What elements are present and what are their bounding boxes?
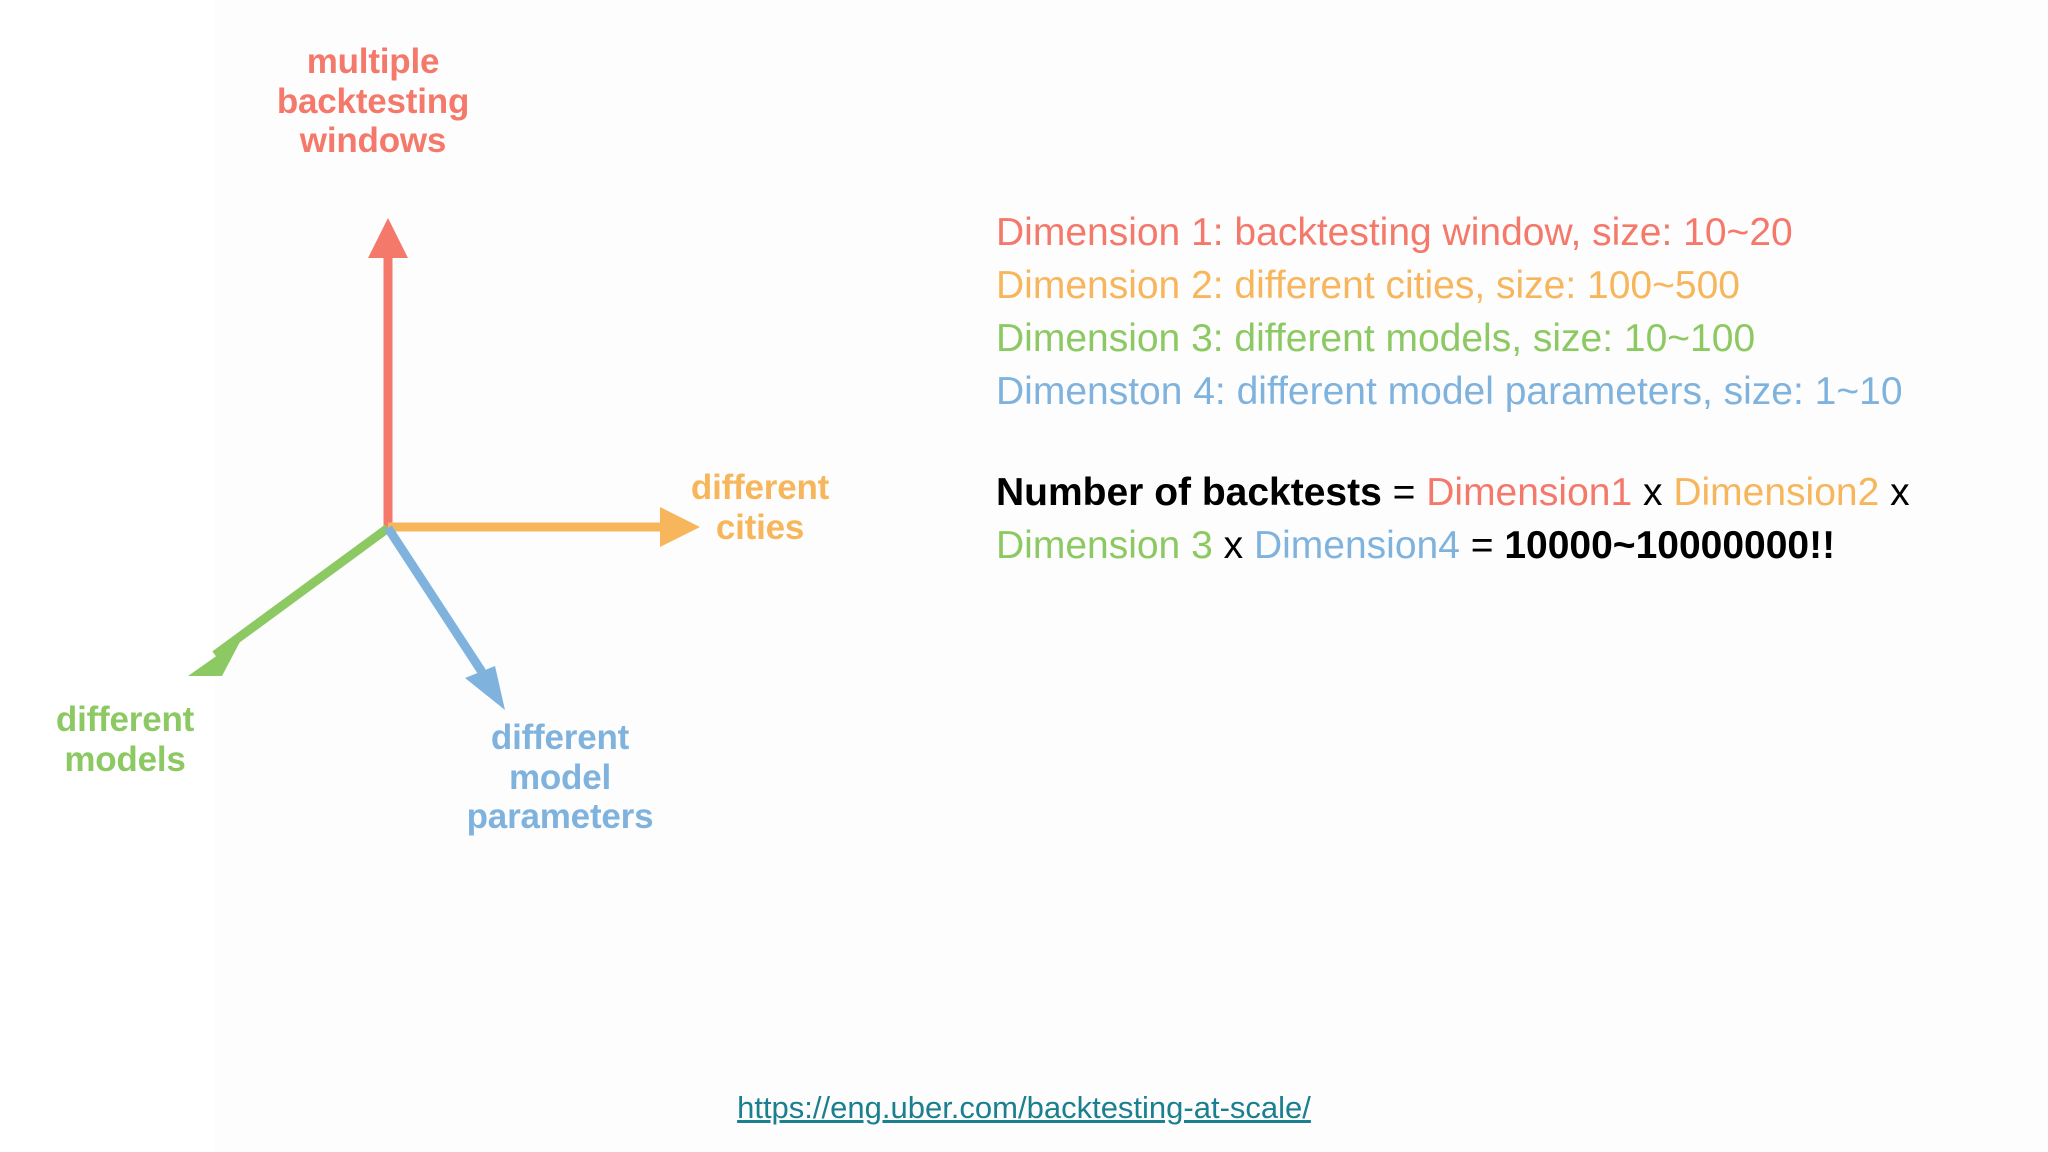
formula-equals-2: = [1459, 524, 1505, 567]
dimension-list-item-1: Dimension 1: backtesting window, size: 1… [996, 211, 1793, 254]
axis-arrow-different-model-parameters [384, 525, 505, 710]
dimension-list-item-4: Dimenston 4: different model parameters,… [996, 370, 1903, 413]
slide-background [215, 0, 2048, 1152]
formula-term-dimension1: Dimension1 [1426, 471, 1633, 514]
dimension-list-item-2: Dimension 2: different cities, size: 100… [996, 264, 1740, 307]
dimension-list: Dimension 1: backtesting window, size: 1… [996, 206, 1903, 418]
formula-times-1: x [1632, 471, 1674, 514]
formula-term-dimension2: Dimension2 [1673, 471, 1880, 514]
formula-term-dimension3: Dimension 3 [996, 524, 1213, 567]
formula-equals-1: = [1381, 471, 1427, 514]
axis-arrow-different-models [188, 524, 391, 676]
dimension-list-item-3: Dimension 3: different models, size: 10~… [996, 317, 1756, 360]
formula-times-2: x [1879, 471, 1910, 514]
axis-label-different-models: different models [55, 700, 195, 779]
axis-label-different-model-parameters: different model parameters [466, 718, 654, 837]
backtests-formula: Number of backtests = Dimension1 x Dimen… [996, 466, 2048, 572]
formula-times-3: x [1212, 524, 1254, 567]
formula-result: 10000~10000000!! [1504, 524, 1836, 567]
formula-term-dimension4: Dimension4 [1253, 524, 1460, 567]
axis-label-backtesting-windows: multiple backtesting windows [276, 42, 470, 161]
formula-lead: Number of backtests [996, 471, 1382, 514]
source-url-link[interactable]: https://eng.uber.com/backtesting-at-scal… [737, 1090, 1311, 1125]
axis-arrow-backtesting-windows [368, 218, 408, 528]
axis-label-different-cities: different cities [690, 468, 830, 547]
axis-arrow-different-cities [388, 507, 700, 547]
